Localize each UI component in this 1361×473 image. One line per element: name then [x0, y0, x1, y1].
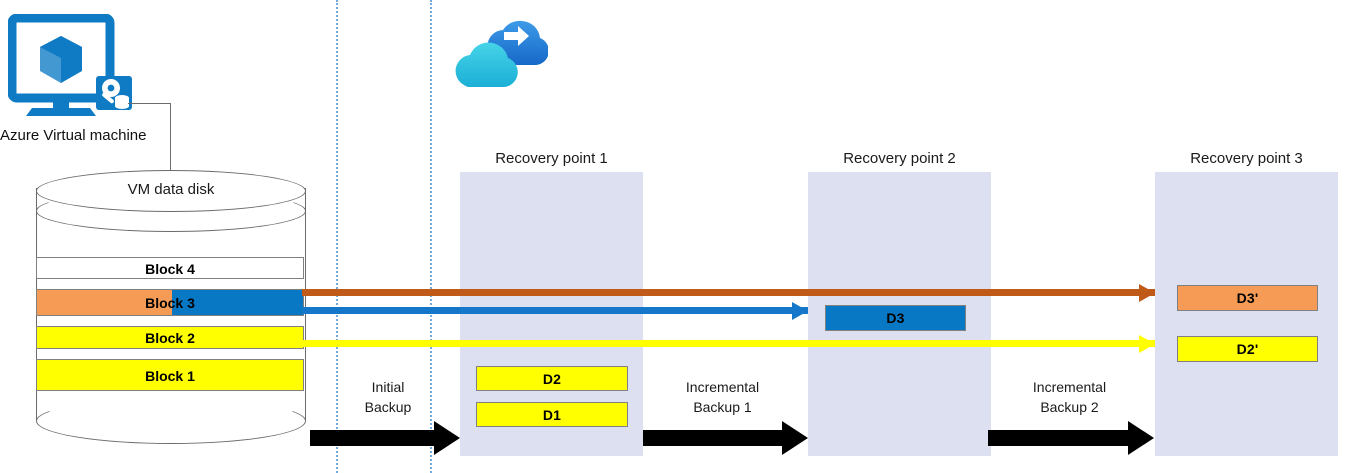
disk-block-3-blue-half: [172, 290, 303, 315]
disk-block-2-label: Block 2: [145, 330, 195, 346]
vm-caption-label: Azure Virtual machine: [0, 127, 147, 144]
flow-arrowhead-yellow: [1139, 334, 1155, 353]
disk-block-3-label: Block 3: [145, 295, 195, 311]
backup-arrow-incremental-2-head: [1128, 421, 1154, 455]
managed-disk-icon: [96, 76, 132, 110]
disk-top-ellipse: VM data disk: [36, 170, 306, 212]
recovery-point-1-item-d2: D2: [476, 366, 628, 391]
backup-label-initial-line1: Initial: [371, 379, 405, 395]
azure-virtual-machine-icon: [7, 13, 136, 116]
timeline-guide-right: [430, 0, 432, 473]
backup-label-initial-line2: Backup: [364, 399, 412, 415]
disk-block-1-label: Block 1: [145, 368, 195, 384]
recovery-point-3-title: Recovery point 3: [1190, 150, 1303, 167]
azure-backup-cloud-icon: [452, 8, 549, 98]
flow-line-blue: [302, 307, 808, 314]
recovery-point-3-item-d3-prime: D3': [1177, 285, 1318, 311]
recovery-point-2-item-d3: D3: [825, 305, 966, 331]
backup-label-incremental-1-line1: Incremental: [685, 379, 760, 395]
backup-label-incremental-1-line2: Backup 1: [693, 399, 752, 415]
disk-title-label: VM data disk: [127, 181, 215, 198]
backup-label-incremental-2: Incremental Backup 2: [1002, 377, 1137, 417]
flow-arrowhead-blue: [792, 301, 808, 320]
backup-label-incremental-1: Incremental Backup 1: [655, 377, 790, 417]
recovery-point-3-band: [1155, 172, 1338, 456]
backup-label-incremental-2-line1: Incremental: [1032, 379, 1107, 395]
disk-block-4: [36, 257, 304, 279]
backup-arrow-incremental-1-shaft: [643, 430, 782, 446]
flow-line-yellow: [302, 340, 1155, 347]
backup-arrow-initial-head: [434, 421, 460, 455]
recovery-point-1-title: Recovery point 1: [495, 150, 608, 167]
recovery-point-3-item-d2-prime: D2': [1177, 336, 1318, 362]
flow-arrowhead-orange: [1139, 283, 1155, 302]
disk-block-2: [36, 326, 304, 349]
backup-arrow-incremental-2-shaft: [988, 430, 1128, 446]
disk-block-4-label: Block 4: [145, 261, 195, 277]
disk-bottom-ellipse: [36, 398, 306, 444]
recovery-point-2-title: Recovery point 2: [843, 150, 956, 167]
backup-arrow-initial-shaft: [310, 430, 434, 446]
disk-block-1: [36, 359, 304, 391]
timeline-guide-left: [336, 0, 338, 473]
backup-label-initial: Initial Backup: [340, 377, 436, 417]
backup-label-incremental-2-line2: Backup 2: [1040, 399, 1099, 415]
vm-disk-connector: [128, 103, 171, 184]
recovery-point-1-item-d1: D1: [476, 402, 628, 427]
flow-line-orange: [302, 289, 1155, 296]
backup-arrow-incremental-1-head: [782, 421, 808, 455]
disk-inner-ring: [36, 190, 306, 232]
